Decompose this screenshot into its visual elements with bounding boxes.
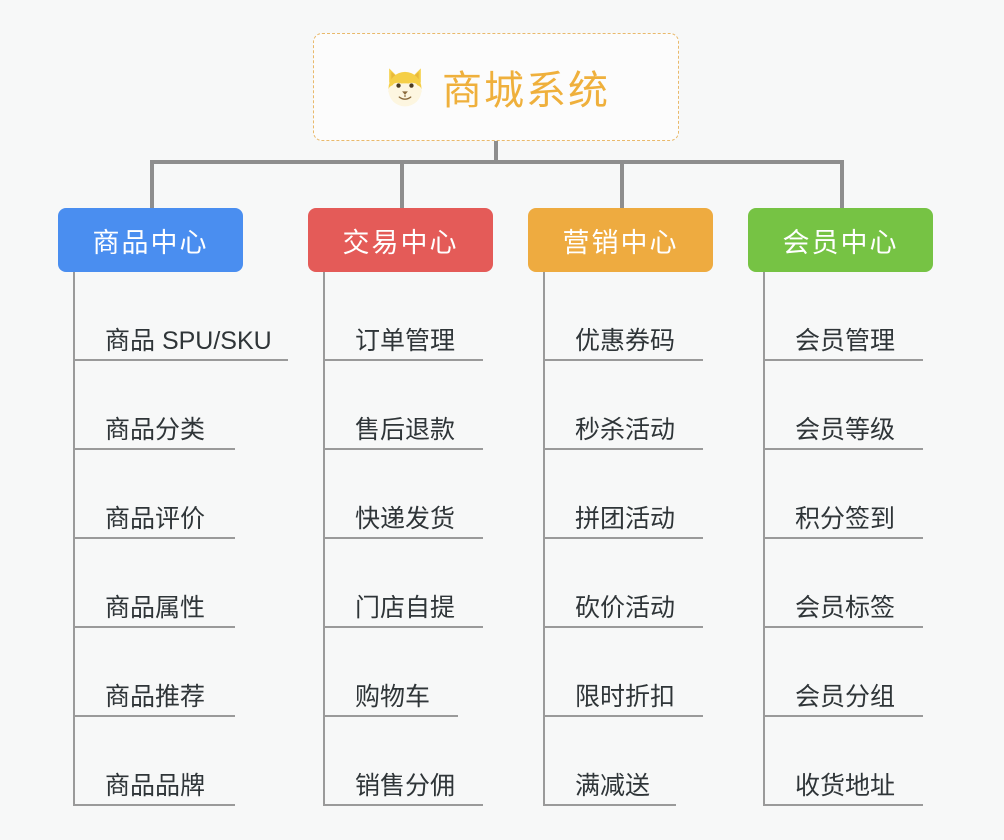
leaf-item[interactable]: 快递发货 [323,450,493,539]
leaf-item-underline [543,715,703,717]
leaf-item-underline [763,804,923,806]
leaf-item[interactable]: 会员等级 [763,361,933,450]
leaf-item[interactable]: 优惠券码 [543,272,713,361]
leaf-item-underline [543,626,703,628]
leaf-item-underline [763,537,923,539]
leaf-item[interactable]: 拼团活动 [543,450,713,539]
leaf-item-label: 购物车 [355,682,431,711]
leaf-item-label: 商品评价 [105,504,206,533]
leaf-item-underline [73,359,288,361]
leaf-item[interactable]: 会员分组 [763,628,933,717]
leaf-item-label: 限时折扣 [575,682,676,711]
leaf-item-label: 会员管理 [795,326,896,355]
leaf-item-label: 商品推荐 [105,682,206,711]
leaf-item[interactable]: 商品属性 [73,539,243,628]
leaf-item-label: 商品 SPU/SKU [105,326,272,355]
leaf-item-underline [323,626,483,628]
leaf-item-label: 售后退款 [355,415,456,444]
leaf-item[interactable]: 收货地址 [763,717,933,806]
leaf-item-label: 收货地址 [795,771,896,800]
leaf-item[interactable]: 门店自提 [323,539,493,628]
connector-drop-2 [400,160,404,208]
branch-spine [73,272,75,806]
root-node[interactable]: 商城系统 [313,33,679,141]
leaf-item[interactable]: 商品 SPU/SKU [73,272,288,361]
category-branch: 优惠券码秒杀活动拼团活动砍价活动限时折扣满减送 [528,272,713,806]
leaf-item-underline [323,448,483,450]
leaf-item-label: 门店自提 [355,593,456,622]
leaf-item[interactable]: 限时折扣 [543,628,713,717]
category-column: 商品中心商品 SPU/SKU 商品分类商品评价商品属性商品推荐商品品牌 [58,208,288,806]
category-header[interactable]: 会员中心 [748,208,933,272]
leaf-item-label: 会员标签 [795,593,896,622]
leaf-item-underline [543,804,676,806]
leaf-item-underline [323,804,483,806]
category-header[interactable]: 商品中心 [58,208,243,272]
leaf-item-label: 销售分佣 [355,771,456,800]
connector-drop-1 [150,160,154,208]
leaf-item[interactable]: 售后退款 [323,361,493,450]
category-column: 会员中心会员管理会员等级积分签到会员标签会员分组收货地址 [748,208,933,806]
shiba-dog-face-icon [382,64,428,110]
leaf-item-label: 满减送 [575,771,651,800]
branch-spine [323,272,325,806]
leaf-item[interactable]: 订单管理 [323,272,493,361]
leaf-item[interactable]: 积分签到 [763,450,933,539]
leaf-item[interactable]: 购物车 [323,628,493,717]
leaf-item[interactable]: 商品分类 [73,361,243,450]
leaf-item-underline [73,804,235,806]
branch-spine [763,272,765,806]
leaf-item-label: 拼团活动 [575,504,676,533]
leaf-item-label: 会员分组 [795,682,896,711]
category-branch: 商品 SPU/SKU 商品分类商品评价商品属性商品推荐商品品牌 [58,272,288,806]
category-column: 交易中心订单管理售后退款快递发货门店自提购物车销售分佣 [308,208,493,806]
category-branch: 会员管理会员等级积分签到会员标签会员分组收货地址 [748,272,933,806]
leaf-item-label: 积分签到 [795,504,896,533]
leaf-item-label: 秒杀活动 [575,415,676,444]
connector-drop-3 [620,160,624,208]
category-branch: 订单管理售后退款快递发货门店自提购物车销售分佣 [308,272,493,806]
leaf-item-label: 商品品牌 [105,771,206,800]
leaf-item-label: 商品分类 [105,415,206,444]
connector-horizontal-bus [150,160,840,164]
leaf-item[interactable]: 商品推荐 [73,628,243,717]
leaf-item-underline [763,359,923,361]
leaf-item[interactable]: 商品品牌 [73,717,243,806]
leaf-item-underline [73,537,235,539]
leaf-item-underline [543,448,703,450]
leaf-item-underline [323,359,483,361]
category-column: 营销中心优惠券码秒杀活动拼团活动砍价活动限时折扣满减送 [528,208,713,806]
leaf-item-label: 订单管理 [355,326,456,355]
leaf-item-underline [543,537,703,539]
leaf-item[interactable]: 满减送 [543,717,713,806]
leaf-item-label: 会员等级 [795,415,896,444]
branch-spine [543,272,545,806]
leaf-item-underline [763,626,923,628]
leaf-item[interactable]: 会员标签 [763,539,933,628]
leaf-item[interactable]: 砍价活动 [543,539,713,628]
leaf-item-underline [73,448,235,450]
leaf-item-underline [543,359,703,361]
leaf-item-label: 商品属性 [105,593,206,622]
connector-root-stem [494,141,498,163]
connector-drop-4 [840,160,844,208]
category-header[interactable]: 交易中心 [308,208,493,272]
leaf-item-underline [763,448,923,450]
leaf-item-underline [323,715,458,717]
leaf-item-underline [323,537,483,539]
root-title: 商城系统 [442,69,610,113]
leaf-item-label: 优惠券码 [575,326,676,355]
leaf-item-label: 砍价活动 [575,593,676,622]
leaf-item-underline [73,626,235,628]
leaf-item-underline [73,715,235,717]
leaf-item[interactable]: 秒杀活动 [543,361,713,450]
leaf-item[interactable]: 销售分佣 [323,717,493,806]
leaf-item[interactable]: 商品评价 [73,450,243,539]
leaf-item-underline [763,715,923,717]
leaf-item-label: 快递发货 [355,504,456,533]
category-header[interactable]: 营销中心 [528,208,713,272]
leaf-item[interactable]: 会员管理 [763,272,933,361]
